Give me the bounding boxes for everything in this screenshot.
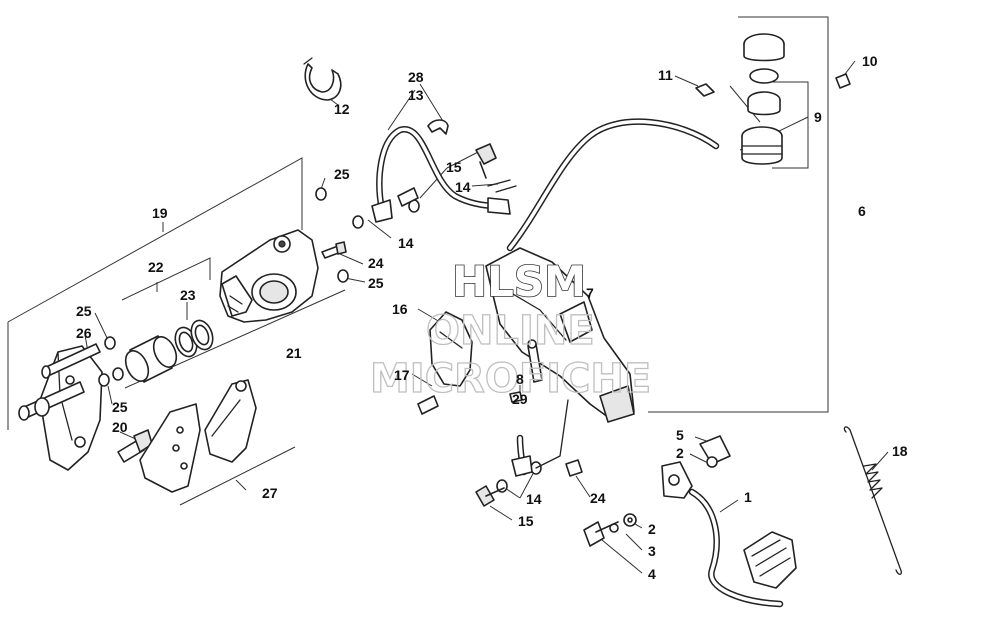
callout-15-a: 15 [446,159,462,175]
callout-20: 20 [112,419,128,435]
watermark-line-1: HLSM [452,257,586,306]
master-cylinder-line-part-6 [506,118,720,252]
callout-29: 29 [512,391,528,407]
bleeder-screw-part-24 [321,241,347,259]
nut-part-10 [835,73,851,89]
callout-8: 8 [516,371,524,387]
caliper-body-part-21 [219,229,319,323]
callout-15-b: 15 [518,513,534,529]
watermark-line-2: ONLINE [426,308,595,354]
callout-14-a: 14 [455,179,471,195]
callout-6: 6 [858,203,866,219]
spring-part-18 [843,426,902,575]
bolt-part-17 [417,395,439,415]
callout-2-a: 2 [676,445,684,461]
callout-19: 19 [152,205,168,221]
brake-pads-part-27 [139,379,257,493]
callout-24-a: 24 [368,255,384,271]
callout-25-a: 25 [76,303,92,319]
callout-23: 23 [180,287,196,303]
bracket-27 [179,446,296,506]
bracket-part-16 [429,311,473,387]
callout-25-c: 25 [334,166,350,182]
caliper-bracket-part-19 [18,343,103,471]
piston-seals-part-23 [174,319,214,358]
callout-2-b: 2 [648,521,656,537]
banjo-bolts-part-15 [397,143,505,507]
bracket-6 [648,16,829,413]
pin-part-8 [527,339,543,383]
bracket-19-top [7,157,303,323]
callout-22: 22 [148,259,164,275]
reservoir-part-9 [741,33,785,165]
callout-25-b: 25 [112,399,128,415]
bracket-22 [121,257,211,301]
master-cylinder-part-7 [485,247,635,423]
callout-25-d: 25 [368,275,384,291]
brake-pedal-part-1 [661,461,797,608]
callout-26: 26 [76,325,92,341]
bleeder-part-24-lower [565,459,583,477]
callout-9: 9 [814,109,822,125]
screw-part-11 [695,83,715,97]
piston-part-22 [124,335,178,383]
callout-18: 18 [892,443,908,459]
callout-7: 7 [586,285,594,301]
callout-5: 5 [676,427,684,443]
callout-3: 3 [648,543,656,559]
callout-24-b: 24 [590,490,606,506]
callout-14-b: 14 [398,235,414,251]
bracket-9 [772,81,809,169]
callout-14-c: 14 [526,491,542,507]
callout-11: 11 [658,67,673,83]
clip-part-29 [509,391,523,403]
lower-line-fitting [511,399,569,477]
brake-hose-part-13 [371,126,511,223]
callout-1: 1 [744,489,752,505]
hose-clip-part-28 [427,119,449,135]
callout-27: 27 [262,485,278,501]
callout-labels: 19 22 23 25 26 25 20 21 27 25 24 25 12 2… [76,53,908,582]
callout-12: 12 [334,101,350,117]
callout-16: 16 [392,301,408,317]
watermark: HLSM ONLINE MICROFICHE [369,256,652,402]
snap-ring-part-12 [303,57,342,101]
seals-part-25 [98,187,349,387]
watermark-line-3: MICROFICHE [370,356,651,402]
callout-4: 4 [648,566,656,582]
pedal-hardware-parts-2-5 [583,435,731,547]
callout-13: 13 [408,87,424,103]
callout-21: 21 [286,345,302,361]
callout-10: 10 [862,53,878,69]
callout-28: 28 [408,69,424,85]
callout-17: 17 [394,367,410,383]
